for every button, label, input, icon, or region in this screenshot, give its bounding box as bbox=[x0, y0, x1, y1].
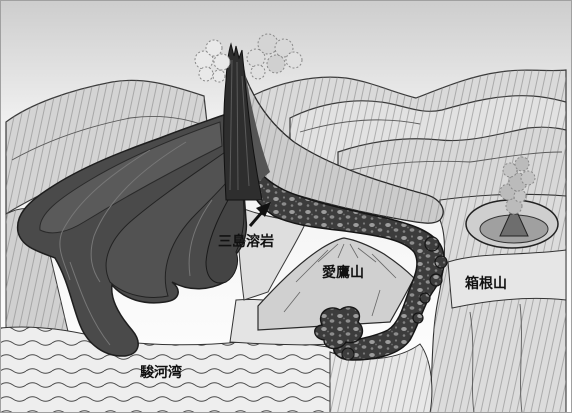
summit-smoke-left bbox=[194, 39, 231, 83]
hakone-ridge-line-2 bbox=[469, 311, 475, 413]
smoke-puff bbox=[266, 54, 286, 74]
far-left-ridge-line bbox=[11, 116, 207, 161]
middle-right-ridge-line bbox=[299, 119, 421, 133]
label-mt-hakone: 箱根山 bbox=[465, 275, 507, 292]
hakone-foothill bbox=[447, 249, 567, 309]
smoke-puff bbox=[213, 53, 231, 71]
label-mt-ashitaka: 愛鷹山 bbox=[322, 264, 364, 281]
hatch-stroke bbox=[337, 243, 345, 259]
lava-lobe bbox=[434, 255, 448, 269]
smoke-puff bbox=[250, 64, 266, 80]
lava-lobe bbox=[419, 292, 431, 304]
smoke-puff bbox=[502, 162, 518, 178]
fuji-summit-spire bbox=[223, 42, 263, 201]
smoke-puff bbox=[198, 66, 214, 82]
spire-streak bbox=[241, 75, 250, 187]
lava-lobe bbox=[412, 312, 424, 324]
fuji-foothill bbox=[235, 205, 307, 301]
lava-lobe bbox=[341, 347, 355, 361]
smoke-puff bbox=[514, 156, 530, 172]
fuji-right-flank-texture bbox=[238, 56, 444, 224]
lava-lobe bbox=[429, 273, 443, 287]
label-mishima-lava: 三島溶岩 bbox=[218, 233, 274, 250]
spire-streak bbox=[229, 59, 233, 191]
mishima-lava-flow bbox=[241, 147, 446, 361]
mishima-lava-arrow-head bbox=[256, 202, 271, 217]
smoke-puff bbox=[513, 189, 527, 203]
smoke-puff bbox=[194, 50, 214, 70]
hatch-stroke bbox=[357, 247, 377, 263]
hatch-stroke bbox=[349, 243, 359, 259]
smoke-puff bbox=[205, 39, 223, 57]
hatch-stroke bbox=[283, 291, 301, 313]
mishima-lava-lobes bbox=[341, 236, 448, 361]
hatch-stroke bbox=[317, 243, 339, 263]
mishima-lava-front bbox=[314, 306, 364, 350]
lava-contour bbox=[59, 149, 151, 281]
label-suruga-bay: 駿河湾 bbox=[140, 364, 182, 381]
lava-lobe bbox=[424, 236, 440, 252]
coastal-lowland-texture bbox=[330, 344, 432, 413]
mishima-lava-arrow-shaft bbox=[248, 210, 265, 227]
smoke-puff bbox=[520, 170, 536, 186]
hatch-stroke bbox=[295, 249, 329, 283]
hakone-ridge-line bbox=[519, 303, 523, 413]
lava-lobe-east bbox=[205, 185, 245, 284]
lava-contour bbox=[69, 261, 111, 346]
hatch-stroke bbox=[371, 253, 397, 279]
mt-ashitaka-hatching bbox=[283, 243, 397, 317]
spire-streak bbox=[236, 61, 239, 191]
lava-contour bbox=[90, 141, 187, 283]
summit-smoke-right bbox=[246, 33, 303, 80]
lava-lobe-middle bbox=[105, 149, 233, 298]
near-right-ridge-line bbox=[349, 151, 563, 171]
smoke-puff bbox=[246, 48, 266, 68]
smoke-puff bbox=[274, 38, 294, 58]
lava-lobe-upper bbox=[39, 121, 223, 234]
smoke-puff bbox=[285, 51, 303, 69]
lava-contour bbox=[188, 199, 213, 277]
smoke-puff bbox=[212, 69, 226, 83]
hakone-central-cone bbox=[499, 213, 529, 237]
hakone-land-texture bbox=[428, 194, 566, 413]
hatch-stroke bbox=[371, 289, 381, 317]
far-left-ridge-texture bbox=[6, 80, 210, 214]
hakone-smoke-plume bbox=[499, 156, 536, 215]
